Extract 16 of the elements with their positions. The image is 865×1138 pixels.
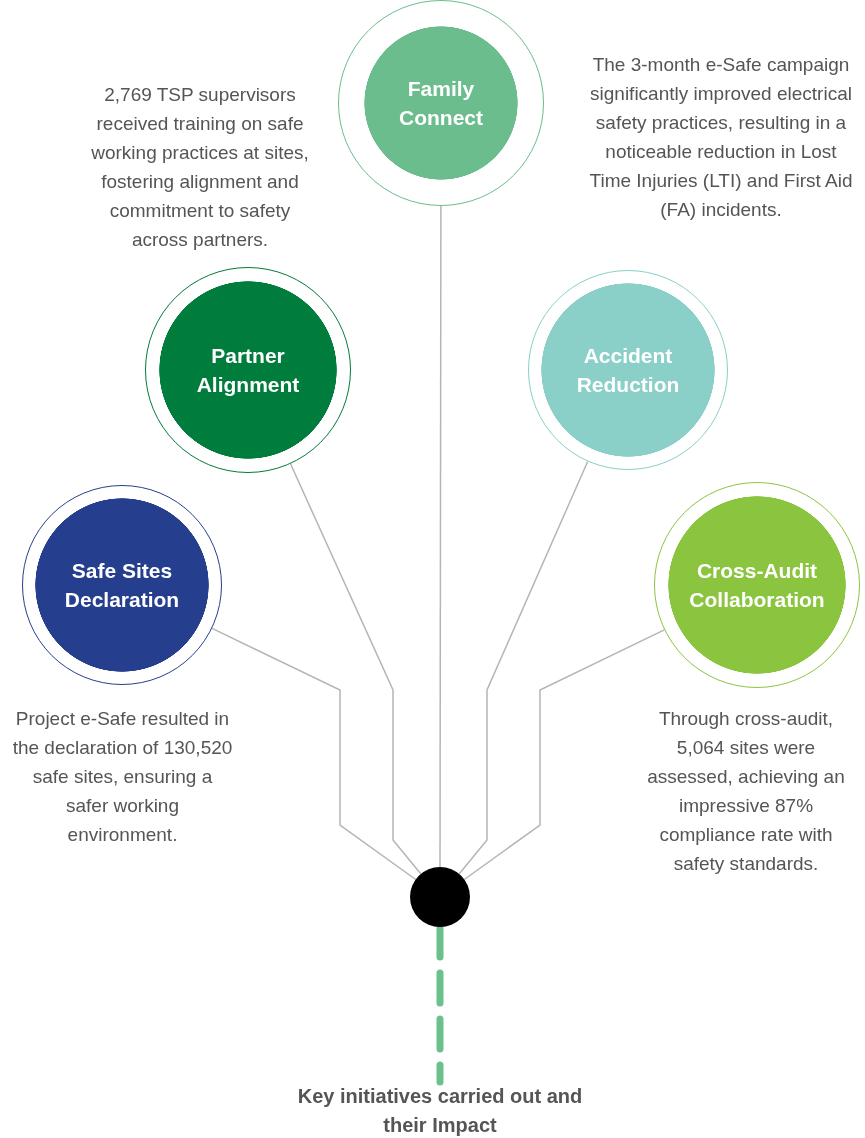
initiative-title: Safe Sites Declaration — [63, 558, 181, 613]
connector-line — [458, 460, 589, 875]
description-text: Project e-Safe resulted in the declaration of 130,520 safe sites, ensuring a safer working environment. — [11, 707, 234, 847]
description-text: Through cross-audit, 5,064 sites were assessed, achieving an impressive 87% compliance rate with safety standards. — [646, 707, 846, 876]
description-text: 2,769 TSP supervisors received training on safe working practices at sites, fostering alignment and commitment to safety across partners. — [90, 83, 310, 252]
connector-line — [439, 205, 442, 868]
hub-circle — [410, 867, 470, 927]
initiative-title: Accident Reduction — [575, 343, 681, 398]
connector-line — [211, 627, 417, 881]
connector-line — [289, 463, 422, 875]
initiative-title: Partner Alignment — [195, 343, 301, 398]
connector-line — [463, 629, 666, 881]
initiative-title: Cross-Audit Collaboration — [688, 558, 826, 613]
description-text: The 3-month e-Safe campaign significantly improved electrical safety practices, resulting in a noticeable reduction in Lost Time Injuries (LTI) and First Aid (FA) incidents. — [588, 53, 854, 222]
caption-text: Key initiatives carried out and their Impact — [290, 1082, 590, 1138]
initiative-title: Family Connect — [398, 76, 484, 131]
